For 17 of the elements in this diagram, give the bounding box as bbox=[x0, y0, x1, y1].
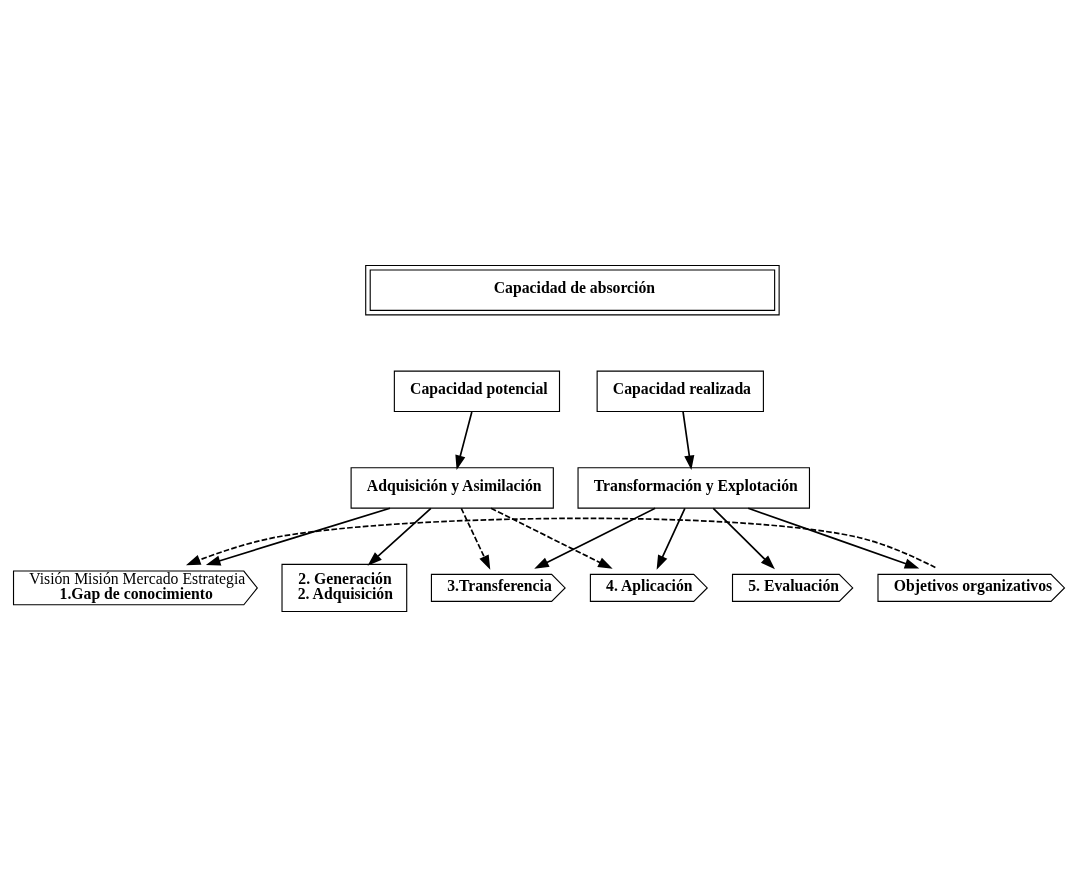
arrow bbox=[656, 507, 686, 570]
arrow bbox=[185, 517, 937, 568]
arrow bbox=[367, 507, 432, 566]
node-box: Capacidad realizada bbox=[596, 370, 764, 412]
node-box: Capacidad de absorción bbox=[365, 264, 780, 315]
node-box: Adquisición y Asimilación bbox=[350, 466, 554, 509]
arrow bbox=[747, 506, 920, 568]
arrow bbox=[682, 410, 695, 470]
arrow bbox=[490, 507, 613, 569]
arrow bbox=[205, 506, 391, 566]
arrow bbox=[534, 507, 656, 569]
node-box: Capacidad potencial bbox=[393, 370, 561, 412]
node-box: 2. Generación 2. Adquisición bbox=[281, 563, 408, 612]
node-box: Transformación y Explotación bbox=[577, 466, 810, 509]
arrow bbox=[455, 410, 473, 470]
arrow bbox=[460, 507, 491, 570]
arrow bbox=[712, 507, 775, 569]
